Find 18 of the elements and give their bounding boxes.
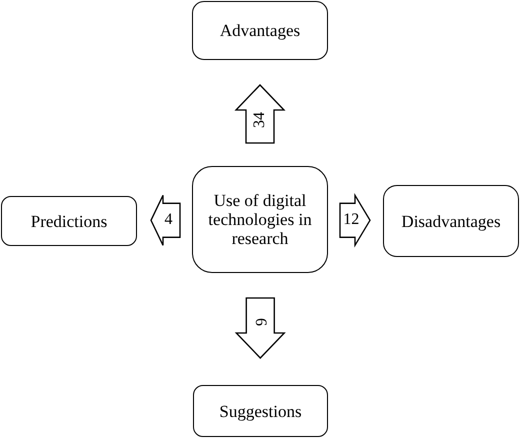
block-arrow (150, 194, 181, 246)
topic-label: Use of digital technologies in research (207, 191, 313, 248)
edge-label: 6 (252, 318, 268, 326)
block-arrow (339, 192, 371, 248)
edge-label: 4 (164, 212, 172, 228)
category-box (193, 385, 328, 437)
block-arrow (234, 297, 286, 359)
topic-box (192, 166, 328, 273)
block-arrow (234, 84, 286, 144)
category-label: Suggestions (219, 402, 302, 420)
edge-label: 34 (252, 112, 268, 128)
category-box (1, 196, 137, 246)
edge-label: 12 (343, 212, 360, 228)
category-box (383, 185, 519, 257)
category-label: Disadvantages (401, 212, 501, 230)
category-box (192, 1, 328, 60)
category-label: Predictions (30, 212, 108, 230)
category-label: Advantages (220, 21, 300, 40)
